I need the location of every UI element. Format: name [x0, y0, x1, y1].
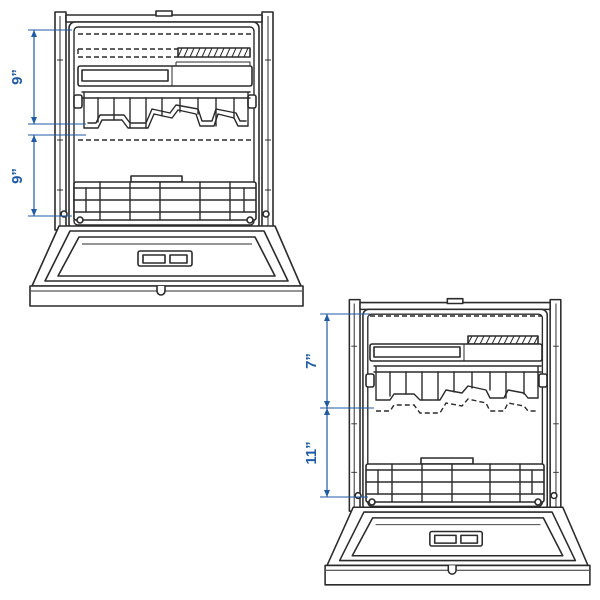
cutlery-tray-divider [171, 61, 251, 86]
cutlery-tray-inner [81, 69, 169, 82]
dimension-label-a-lower: 9” [9, 168, 26, 184]
cutlery-tray-slots [177, 47, 251, 58]
dimension-label-b-upper: 7” [303, 353, 320, 369]
lower-rack-frame-b [365, 463, 545, 503]
cutlery-tray-hatch-b [467, 335, 539, 345]
lower-rack-wheel-left-b [368, 498, 376, 506]
upper-rack-a [73, 33, 257, 141]
dimension-label-a-upper: 9” [9, 69, 26, 85]
lower-rack-handle [130, 175, 183, 183]
upper-basket-frame [81, 91, 251, 129]
detergent-dispenser [137, 250, 193, 267]
tub-inner [73, 26, 255, 226]
lower-rack-rails [73, 187, 257, 213]
lower-rack-wheel-right-b [534, 498, 542, 506]
right-rack-knob-b [538, 373, 548, 388]
lower-rack-wheel-left [76, 216, 84, 224]
raised-tray-dashed [77, 48, 178, 58]
lower-rack-handle-b [420, 457, 474, 465]
upper-basket-bottom-inner [87, 104, 247, 124]
left-frame-detail [57, 16, 63, 226]
dimension-arrows-b [324, 314, 330, 497]
dishwasher-body [29, 10, 304, 307]
lower-rack-wires-b [377, 463, 533, 503]
dimensions-b: 7” 11” [303, 313, 374, 498]
cutlery-tray-inner-b [373, 346, 461, 358]
left-hinge [60, 210, 68, 218]
left-rack-knob-b [365, 373, 375, 388]
lower-rack-a [73, 175, 257, 224]
upper-basket-posts-b [389, 371, 525, 401]
dispenser-cup [142, 254, 166, 264]
lower-rack-wires [85, 181, 245, 221]
dimension-label-b-lower: 11” [303, 441, 320, 464]
right-rack-knob [247, 94, 257, 109]
top-tab [155, 10, 173, 17]
lower-rack-wheel-right [246, 216, 254, 224]
dimension-arrows-a [31, 30, 37, 216]
upper-basket-posts [97, 97, 235, 129]
door-latch [156, 285, 166, 296]
lower-rack-rails-b [365, 469, 545, 495]
lower-rack-b [365, 457, 545, 506]
upper-rack-b [365, 315, 548, 414]
cutlery-tray-slots-b [467, 335, 539, 345]
upper-basket-bottom [83, 109, 249, 129]
dishwasher-body-b [324, 297, 591, 586]
left-rack-knob [73, 94, 83, 109]
door-base [29, 285, 304, 307]
upper-basket-frame-b [373, 365, 542, 401]
dispenser-lid [169, 254, 188, 264]
lower-rack-frame [73, 181, 257, 221]
upper-basket-bottom-b [375, 385, 539, 401]
right-hinge [262, 210, 270, 218]
right-frame-detail [265, 16, 271, 226]
dimensions-a: 9” 9” [9, 29, 86, 217]
extension-lines-a [28, 29, 86, 217]
cutlery-tray-hatch [177, 47, 249, 58]
extension-lines-b [320, 313, 374, 498]
